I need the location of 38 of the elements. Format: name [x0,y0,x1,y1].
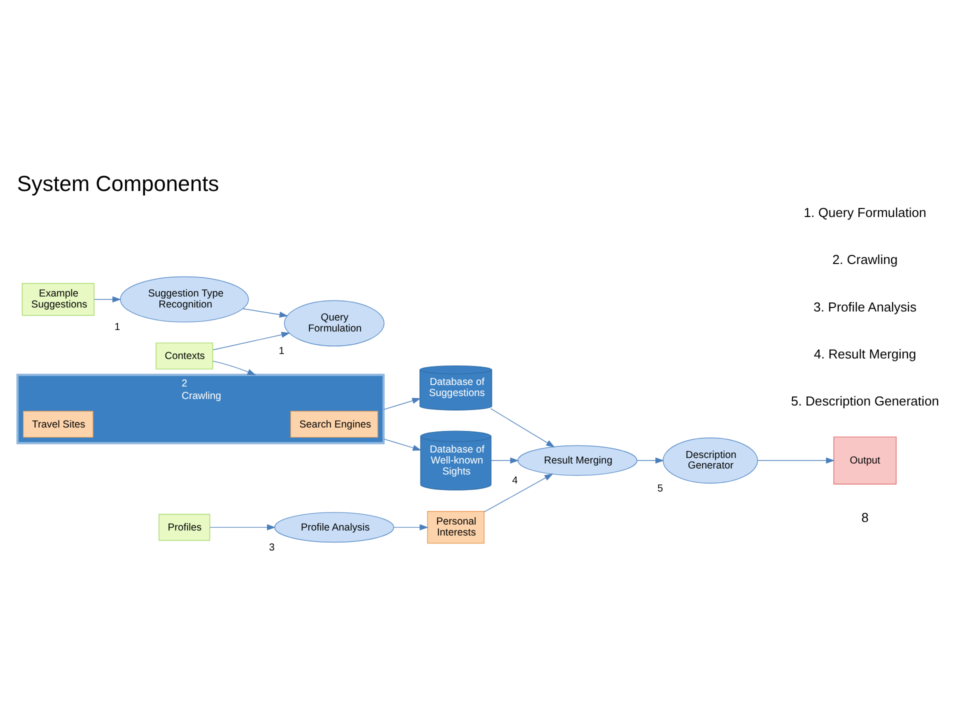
node-box: Profiles [158,513,210,540]
node-label: 3 [268,542,275,553]
arrow [94,296,122,302]
node-ellipse: Suggestion Type Recognition [120,276,249,322]
arrow [757,456,835,464]
node-ellipse: Result Merging [518,444,638,476]
arrow [210,524,276,530]
arrow [484,473,554,512]
node-box: Output [833,436,897,484]
arrow [242,308,288,318]
diagram-title: System Components [17,170,220,196]
label: 3. Profile Analysis [813,298,916,314]
node-ellipse: Description Generator [662,437,758,484]
arrow [636,456,664,464]
node-ellipse: Query Formulation [284,300,384,346]
arrow [212,331,290,350]
arrow [383,438,422,450]
node-label: 2 [182,378,188,390]
arrow [394,524,428,530]
node-label: 5 [657,482,664,494]
node-label: 4 [512,475,518,486]
label: 8 [861,509,869,524]
arrow [212,360,256,375]
label: 2. Crawling [832,252,898,267]
node-box: Search Engines [290,410,378,438]
node-label: 1 [278,346,284,357]
label: 4. Result Merging [814,346,916,361]
node-box: Contexts [156,342,214,369]
label: 1. Query Formulation [804,204,926,220]
arrow [383,397,421,410]
arrow [490,408,555,447]
node-box: Example Suggestions [22,282,94,316]
node-box: Personal Interests [427,510,484,544]
node-box: Travel Sites [22,410,94,438]
arrow [490,456,519,464]
label: 5. Description Generation [791,393,939,408]
node-ellipse: Profile Analysis [274,512,394,542]
node-label: 1 [114,322,120,333]
